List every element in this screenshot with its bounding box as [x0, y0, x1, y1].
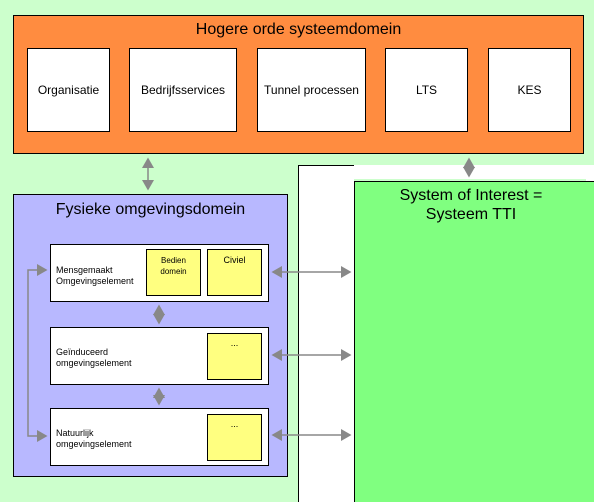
higher-order-title: Hogere orde systeemdomein: [195, 21, 402, 38]
higher-order-item-bedrijfsservices: Bedrijfsservices: [129, 48, 237, 132]
sticky-note-natural: ...: [207, 414, 262, 461]
sticky-note-bedien-domein-text: Bedien domein: [160, 256, 187, 276]
element-man-made-label-line1: Mensgemaakt: [56, 265, 113, 275]
higher-order-item-lts: LTS: [385, 48, 468, 132]
sticky-note-civiel-text: Civiel: [223, 255, 246, 265]
element-natural-label-line1: Natuurlijk: [56, 428, 94, 438]
system-of-interest: System of Interest = Systeem TTI: [354, 181, 594, 502]
white-gap-region: [298, 165, 594, 179]
element-man-made-label-line2: Omgevingselement: [56, 276, 134, 286]
sticky-note-civiel: Civiel: [207, 249, 262, 296]
sticky-note-bedien-domein: Bedien domein: [146, 249, 201, 296]
sticky-note-induced-text: ...: [230, 338, 239, 348]
higher-order-item-tunnel-processen: Tunnel processen: [257, 48, 366, 132]
soi-title-line2: Systeem TTI: [425, 206, 517, 223]
sticky-note-natural-text: ...: [230, 419, 239, 429]
arrow-man-made-to-natural-bracket: [27, 264, 48, 442]
white-gap-region-right: [298, 165, 354, 502]
element-induced-label-line2: omgevingselement: [56, 358, 132, 368]
element-natural-label-line2: omgevingselement: [56, 439, 132, 449]
physical-domain-title: Fysieke omgevingsdomein: [55, 201, 246, 218]
element-induced-label-line1: Geïnduceerd: [56, 347, 109, 357]
higher-order-item-kes: KES: [488, 48, 571, 132]
higher-order-item-organisatie: Organisatie: [27, 48, 110, 132]
soi-title-line1: System of Interest =: [399, 187, 543, 204]
sticky-note-induced: ...: [207, 333, 262, 380]
